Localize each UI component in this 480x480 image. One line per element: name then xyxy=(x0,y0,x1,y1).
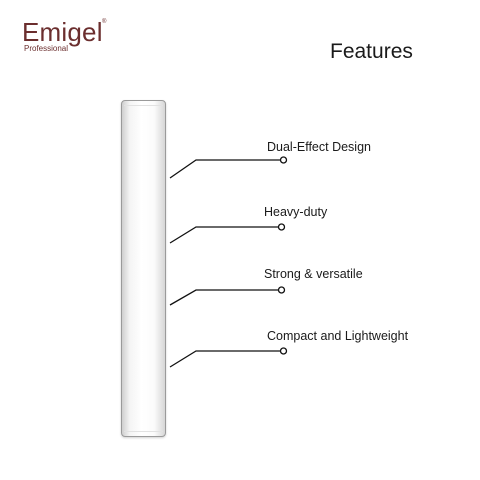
page-title: Features xyxy=(330,40,413,63)
file-bottom-edge xyxy=(124,431,163,432)
callout-1 xyxy=(169,156,288,179)
feature-label-dual-effect: Dual-Effect Design xyxy=(267,140,371,154)
callout-3-line xyxy=(169,289,279,306)
callout-4-line xyxy=(169,350,281,368)
callout-4-dot xyxy=(279,347,288,355)
file-top-edge xyxy=(124,105,163,106)
callout-1-line xyxy=(169,159,281,179)
callout-2 xyxy=(169,223,286,244)
feature-label-strong-versatile: Strong & versatile xyxy=(264,267,363,281)
registered-mark: ® xyxy=(102,19,107,25)
callout-3 xyxy=(169,286,286,306)
brand-logo: Emigel ® Professional xyxy=(22,18,132,54)
callout-1-dot xyxy=(279,156,288,164)
brand-subtitle: Professional xyxy=(24,44,69,53)
callout-3-dot xyxy=(277,286,286,294)
brand-name: Emigel xyxy=(22,17,103,47)
feature-label-compact-lightweight: Compact and Lightweight xyxy=(267,329,409,343)
callout-4 xyxy=(169,347,288,368)
nail-file-image xyxy=(121,100,166,437)
feature-label-heavy-duty: Heavy-duty xyxy=(264,205,328,219)
callout-2-line xyxy=(169,226,279,244)
callout-2-dot xyxy=(277,223,286,231)
